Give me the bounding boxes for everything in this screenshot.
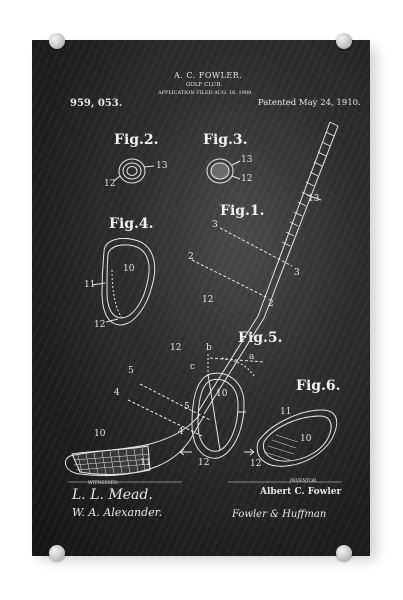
fig4-head	[91, 238, 156, 326]
ref-5-left: 5	[128, 366, 134, 376]
fig2-ferrule	[113, 158, 155, 184]
ref-2-left: 2	[188, 252, 194, 262]
patent-date: Patented May 24, 1910.	[258, 98, 361, 108]
fig6-label: Fig.6.	[296, 378, 341, 394]
application-date: APPLICATION FILED AUG. 16, 1909.	[158, 90, 253, 96]
club-shaft	[197, 121, 339, 415]
ref-13-grip: 13	[308, 194, 320, 204]
ref-12-fig3: 12	[241, 174, 253, 184]
inventor-label: INVENTOR	[290, 479, 317, 484]
ref-a: a	[249, 352, 255, 362]
ref-12-fig4: 12	[94, 320, 106, 330]
inventor-full-name: Albert C. Fowler	[260, 487, 342, 497]
ref-11-fig6: 11	[280, 407, 292, 417]
ref-12-fig5: 12	[170, 343, 182, 353]
club-head	[64, 413, 205, 477]
mount-pin-top-left	[49, 33, 65, 49]
ref-10-club: 10	[94, 429, 106, 439]
patent-number: 959, 053.	[70, 98, 123, 109]
ref-5-right: 5	[184, 402, 190, 412]
fig1-label: Fig.1.	[220, 203, 265, 219]
ref-3-right: 3	[294, 268, 300, 278]
chalkboard-poster: A. C. FOWLER. GOLF CLUB. APPLICATION FIL…	[32, 40, 370, 556]
mount-pin-bottom-right	[336, 545, 352, 561]
ref-c: c	[190, 362, 196, 372]
fig3-ferrule	[206, 158, 241, 184]
ref-13-fig3: 13	[241, 155, 253, 165]
fig3-label: Fig.3.	[203, 132, 248, 148]
ref-11-fig4: 11	[84, 280, 96, 290]
ref-4-right: 4	[178, 427, 184, 437]
witnesses-label: WITNESSES:	[88, 481, 119, 486]
fig4-label: Fig.4.	[109, 216, 154, 232]
ref-12-fig2: 12	[104, 179, 116, 189]
ref-3-upper-left: 3	[212, 220, 218, 230]
ref-10-fig5: 10	[216, 389, 228, 399]
patent-drawing	[64, 121, 342, 483]
ref-10-fig6: 10	[300, 434, 312, 444]
witness-signature-1: L. L. Mead.	[72, 487, 153, 503]
mount-pin-top-right	[336, 33, 352, 49]
ref-12-fig5-bottom: 12	[198, 458, 210, 468]
fig2-label: Fig.2.	[114, 132, 159, 148]
ref-10-fig4: 10	[123, 264, 135, 274]
ref-4-left: 4	[114, 388, 120, 398]
fig5-head	[179, 354, 255, 459]
witness-signature-2: W. A. Alexander.	[72, 506, 163, 519]
inventor-title: A. C. FOWLER.	[174, 71, 243, 80]
ref-13-fig2: 13	[156, 161, 168, 171]
ref-2-right: 2	[268, 299, 274, 309]
subject-title: GOLF CLUB.	[186, 82, 223, 88]
ref-11-club: 11	[140, 458, 152, 468]
fig6-head	[256, 409, 338, 467]
mount-pin-bottom-left	[49, 545, 65, 561]
ref-12-shaft: 12	[202, 295, 214, 305]
ref-b: b	[206, 343, 212, 353]
ref-12-fig6: 12	[250, 459, 262, 469]
inventor-signature: Fowler & Huffman	[232, 509, 327, 520]
